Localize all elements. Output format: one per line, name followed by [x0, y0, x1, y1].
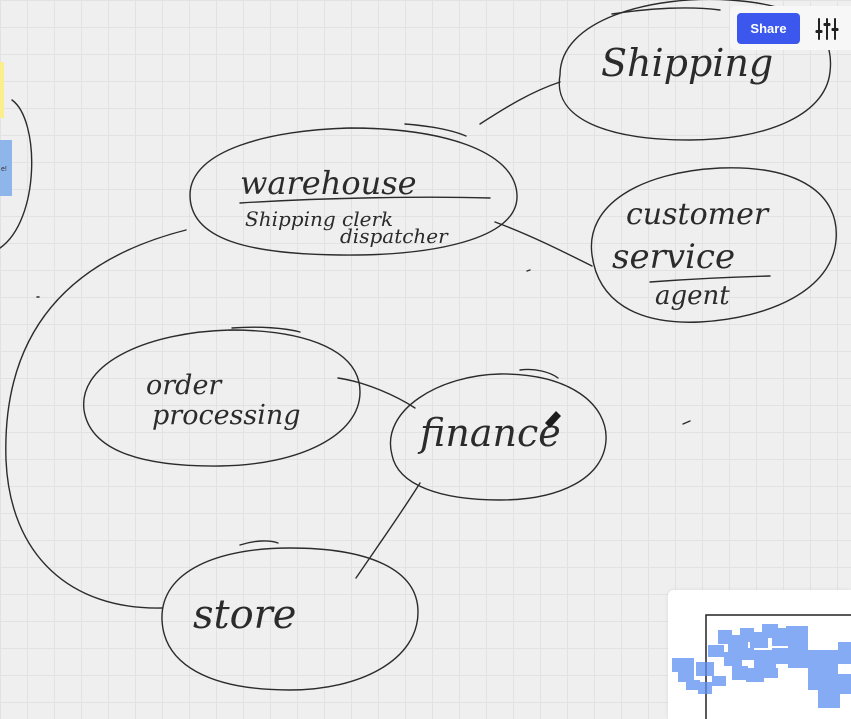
- sticky-note-text: e!: [1, 166, 7, 173]
- node-finance[interactable]: finance: [389, 368, 607, 501]
- warehouse-label: warehouse: [240, 164, 417, 202]
- stray-mark-1: [526, 269, 531, 272]
- order-processing-label-1: order: [146, 370, 223, 401]
- connector-warehouse-shipping: [479, 81, 561, 125]
- sticky-note-blue[interactable]: e!: [0, 140, 12, 196]
- sliders-icon[interactable]: [814, 17, 840, 41]
- finance-ellipse-overstroke: [519, 368, 559, 379]
- node-order-processing[interactable]: order processing: [83, 326, 361, 467]
- warehouse-role-1: Shipping clerk: [245, 207, 393, 231]
- customer-service-ellipse: [590, 167, 837, 323]
- store-ellipse-overstroke: [239, 540, 279, 546]
- order-processing-label-2: processing: [152, 400, 301, 431]
- customer-service-label-1: customer: [626, 197, 770, 232]
- store-ellipse: [161, 547, 419, 691]
- sticky-note-yellow[interactable]: [0, 62, 4, 118]
- partial-shape-left: [0, 99, 33, 249]
- finance-label: finance: [417, 411, 561, 455]
- node-warehouse[interactable]: warehouse Shipping clerk dispatcher: [189, 123, 518, 256]
- warehouse-role-2: dispatcher: [340, 224, 449, 248]
- customer-service-label-2: service: [612, 237, 735, 277]
- node-store[interactable]: store: [161, 540, 419, 691]
- warehouse-ellipse: [189, 127, 518, 256]
- order-processing-ellipse-overstroke: [231, 326, 301, 333]
- node-shipping[interactable]: Shipping: [558, 0, 832, 141]
- warehouse-ellipse-overstroke: [404, 123, 467, 137]
- minimap-content: [672, 624, 851, 708]
- store-label: store: [193, 592, 296, 638]
- pen-cursor-icon: [545, 411, 561, 428]
- shipping-ellipse-overstroke: [611, 7, 721, 15]
- share-button[interactable]: Share: [737, 13, 800, 44]
- warehouse-underline: [239, 196, 491, 204]
- customer-service-role: agent: [655, 281, 730, 311]
- customer-service-underline: [649, 275, 771, 283]
- shipping-ellipse: [558, 0, 832, 141]
- finance-ellipse: [389, 373, 607, 501]
- connector-warehouse-store: [5, 229, 187, 609]
- stray-mark-2: [682, 420, 691, 425]
- minimap[interactable]: [668, 590, 851, 719]
- connector-finance-store: [355, 482, 421, 579]
- order-processing-ellipse: [83, 329, 361, 467]
- connector-order-processing-finance: [337, 377, 416, 409]
- node-customer-service[interactable]: customer service agent: [590, 167, 837, 323]
- connector-warehouse-customer-service: [494, 221, 593, 267]
